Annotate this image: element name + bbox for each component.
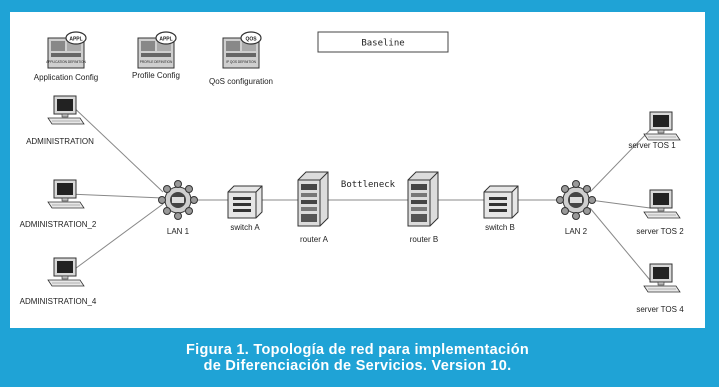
links [67, 101, 651, 281]
qos-config-icon[interactable]: QOS IP QOS DEFINITION [222, 31, 262, 69]
baseline-label: Baseline [361, 39, 404, 49]
app-icon-text: APPLICATION DEFINITION [46, 60, 86, 64]
profile-config-label: Profile Config [132, 71, 180, 80]
admin1-label: ADMINISTRATION [26, 137, 94, 146]
admin4-label: ADMINISTRATION_4 [20, 297, 97, 306]
figure-caption: Figura 1. Topología de red para implemen… [10, 334, 705, 384]
link-lan2-tos1 [589, 129, 651, 193]
switchA-label: switch A [230, 223, 260, 232]
lan1-hub-icon[interactable] [158, 180, 198, 220]
caption-line-2: de Diferenciación de Servicios. Version … [203, 358, 512, 374]
qos-config-label: QoS configuration [209, 77, 273, 86]
tos4-pc-icon[interactable] [643, 263, 681, 293]
routerA-icon[interactable] [297, 171, 329, 227]
switchB-icon[interactable] [483, 185, 519, 219]
admin1-pc-icon[interactable] [47, 95, 85, 125]
caption-line-1: Figura 1. Topología de red para implemen… [185, 342, 530, 358]
tos2-label: server TOS 2 [636, 227, 684, 236]
profile-badge: APPL [159, 37, 172, 43]
lan2-label: LAN 2 [565, 227, 588, 236]
app-badge: APPL [69, 37, 82, 43]
tos1-pc-icon[interactable] [643, 111, 681, 141]
network-canvas: APPL APPLICATION DEFINITION Application … [10, 12, 705, 328]
bottleneck-label: Bottleneck [341, 180, 396, 190]
profile-icon-text: PROFILE DEFINITION [140, 60, 173, 64]
routerB-label: router B [410, 235, 438, 244]
admin2-label: ADMINISTRATION_2 [20, 220, 97, 229]
tos4-label: server TOS 4 [636, 305, 684, 314]
qos-badge: QOS [245, 37, 257, 43]
link-admin2-lan1 [67, 193, 164, 199]
switchB-label: switch B [485, 223, 515, 232]
link-lan2-tos4 [589, 207, 651, 281]
lan1-label: LAN 1 [167, 227, 190, 236]
link-admin1-lan1 [67, 101, 164, 193]
switchA-icon[interactable] [227, 185, 263, 219]
tos2-pc-icon[interactable] [643, 189, 681, 219]
profile-config-icon[interactable]: APPL PROFILE DEFINITION [137, 31, 177, 69]
routerB-icon[interactable] [407, 171, 439, 227]
tos1-label: server TOS 1 [628, 141, 676, 150]
lan2-hub-icon[interactable] [556, 180, 596, 220]
application-config-icon[interactable]: APPL APPLICATION DEFINITION [46, 31, 87, 69]
link-admin4-lan1 [67, 203, 164, 275]
qos-icon-text: IP QOS DEFINITION [226, 60, 257, 64]
link-lan2-tos2 [589, 199, 651, 209]
network-diagram: APPL APPLICATION DEFINITION Application … [20, 31, 684, 314]
application-config-label: Application Config [34, 73, 98, 82]
routerA-label: router A [300, 235, 329, 244]
admin4-pc-icon[interactable] [47, 257, 85, 287]
baseline-box[interactable] [317, 31, 449, 53]
